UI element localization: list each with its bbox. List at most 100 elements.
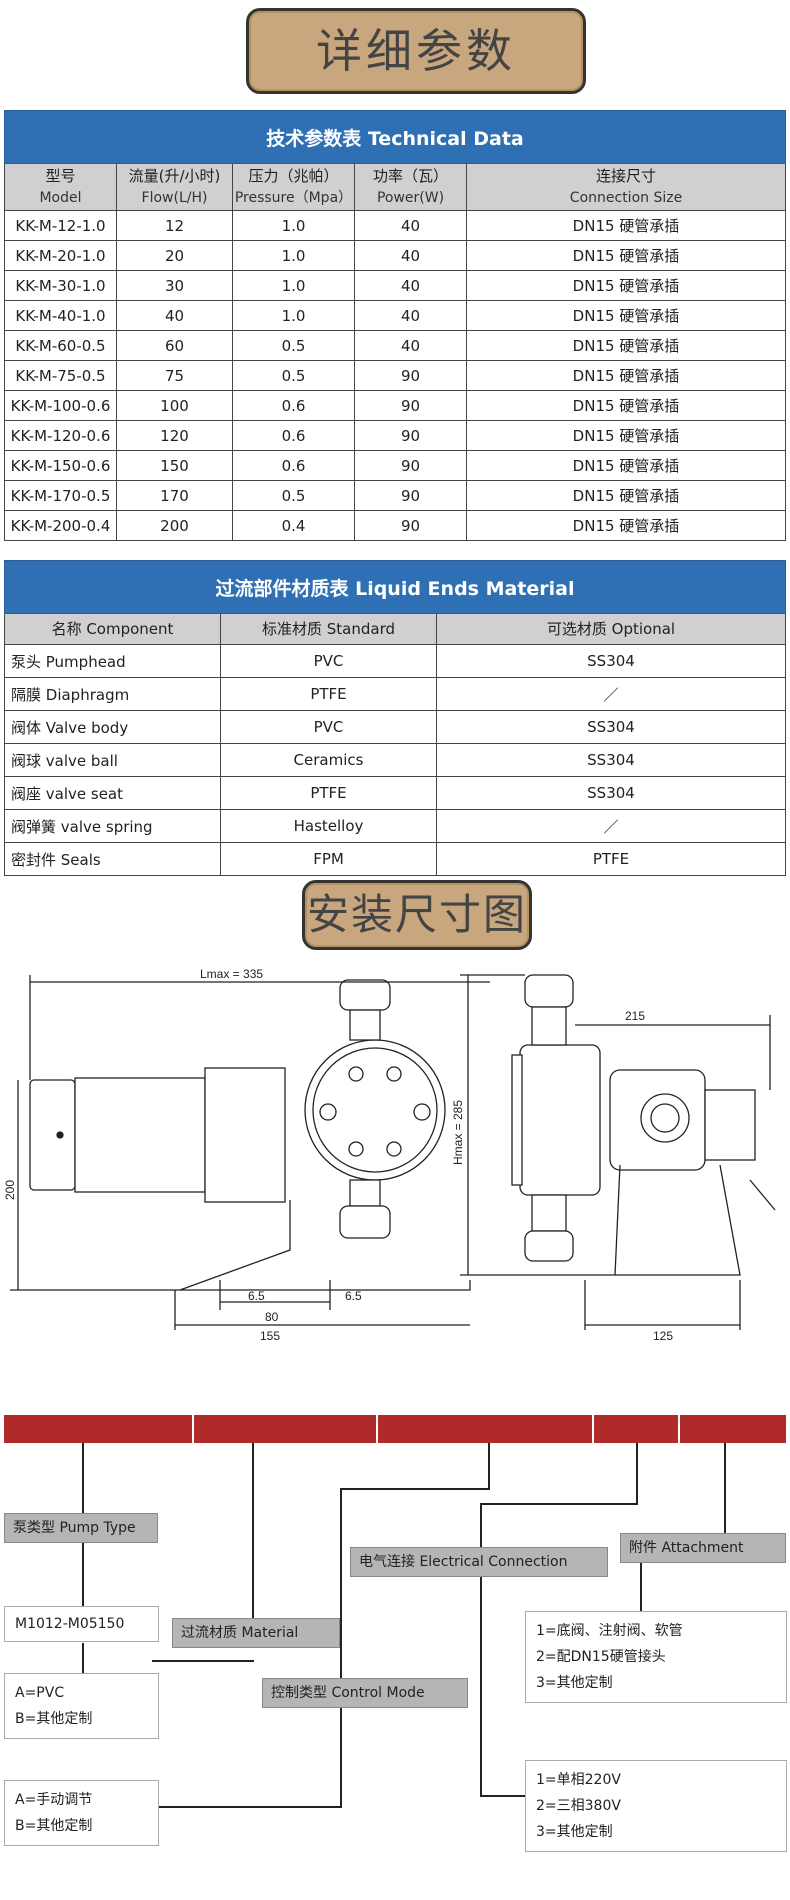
table-cell: 阀弹簧 valve spring: [4, 809, 221, 843]
option-item: 3=其他定制: [536, 1824, 613, 1840]
dim-hmax: Hmax = 285: [451, 1100, 465, 1165]
bolt-icon: [386, 1141, 402, 1157]
table-cell: DN15 硬管承插: [466, 510, 786, 541]
column-header-en: Power(W): [376, 190, 445, 206]
bolt-icon: [386, 1066, 402, 1082]
column-header-en: Connection Size: [569, 190, 683, 206]
table-cell: KK-M-60-0.5: [4, 330, 117, 361]
table-cell: PTFE: [220, 677, 437, 711]
table-cell: 40: [354, 210, 467, 241]
side-base: [614, 1164, 741, 1276]
code-segment-4: [594, 1415, 678, 1443]
bolt-icon: [348, 1141, 364, 1157]
table-cell: 170: [116, 480, 233, 511]
table-cell: FPM: [220, 842, 437, 876]
table-cell: 40: [354, 330, 467, 361]
table-cell: 40: [354, 270, 467, 301]
column-header-cn: 流量(升/小时): [128, 167, 221, 185]
table-cell: 60: [116, 330, 233, 361]
side-motor-shaft: [640, 1093, 690, 1143]
banner-title: 安装尺寸图: [306, 890, 527, 939]
table-cell: 75: [116, 360, 233, 391]
column-header: 可选材质 Optional: [436, 613, 786, 645]
table-cell: 1.0: [232, 300, 355, 331]
table-cell: 90: [354, 450, 467, 481]
side-pump-head: [519, 1044, 601, 1196]
table-cell: DN15 硬管承插: [466, 450, 786, 481]
table-cell: KK-M-200-0.4: [4, 510, 117, 541]
installation-dimension-drawing: Lmax = 335 200 6.5 6.5 80 155 Hmax = 285…: [3, 967, 776, 1343]
table-cell: DN15 硬管承插: [466, 420, 786, 451]
banner-title: 详细参数: [316, 24, 516, 78]
table-cell: Hastelloy: [220, 809, 437, 843]
table-cell: 隔膜 Diaphragm: [4, 677, 221, 711]
table-cell: 1.0: [232, 240, 355, 271]
table-cell: 90: [354, 510, 467, 541]
column-header-en: Model: [39, 190, 82, 206]
table-cell: KK-M-150-0.6: [4, 450, 117, 481]
table-cell: 150: [116, 450, 233, 481]
table-cell: DN15 硬管承插: [466, 270, 786, 301]
motor-body: [74, 1077, 206, 1193]
side-junction-box: [704, 1089, 756, 1161]
code-segment-1: [4, 1415, 192, 1443]
table-cell: 40: [116, 300, 233, 331]
table-cell: 阀座 valve seat: [4, 776, 221, 810]
option-item: 3=其他定制: [536, 1675, 613, 1691]
column-header: 压力（兆帕）Pressure（Mpa）: [232, 163, 355, 211]
section-banner-installation: 安装尺寸图: [302, 880, 532, 950]
bottom-valve-cap: [339, 1205, 391, 1239]
motor-cap: [29, 1079, 76, 1191]
table-cell: 0.6: [232, 420, 355, 451]
table-cell: PVC: [220, 644, 437, 678]
table-cell: ／: [436, 809, 786, 843]
table-cell: 40: [354, 240, 467, 271]
column-header: 标准材质 Standard: [220, 613, 437, 645]
control-options: A=手动调节 B=其他定制: [4, 1780, 159, 1846]
column-header: 名称 Component: [4, 613, 221, 645]
table-cell: 90: [354, 390, 467, 421]
table-cell: SS304: [436, 743, 786, 777]
pump-head: [304, 1039, 446, 1181]
attachment-options: 1=底阀、注射阀、软管 2=配DN15硬管接头 3=其他定制: [525, 1611, 787, 1703]
table-cell: KK-M-12-1.0: [4, 210, 117, 241]
motor-screw-icon: [56, 1131, 64, 1139]
table-title: 过流部件材质表 Liquid Ends Material: [4, 560, 786, 614]
code-segment-2: [194, 1415, 376, 1443]
table-cell: DN15 硬管承插: [466, 480, 786, 511]
column-header: 流量(升/小时)Flow(L/H): [116, 163, 233, 211]
table-cell: 200: [116, 510, 233, 541]
dim-215: 215: [625, 1009, 645, 1023]
bolt-icon: [413, 1103, 431, 1121]
option-item: 1=底阀、注射阀、软管: [536, 1623, 683, 1639]
table-cell: 30: [116, 270, 233, 301]
electrical-connection-label: 电气连接 Electrical Connection: [350, 1547, 608, 1577]
option-item: B=其他定制: [15, 1711, 93, 1727]
option-item: 1=单相220V: [536, 1772, 621, 1788]
pump-range-box: M1012-M05150: [4, 1606, 159, 1642]
dim-125: 125: [653, 1329, 673, 1343]
table-cell: 100: [116, 390, 233, 421]
table-cell: KK-M-75-0.5: [4, 360, 117, 391]
table-cell: 1.0: [232, 210, 355, 241]
table-cell: 90: [354, 480, 467, 511]
table-cell: 0.5: [232, 330, 355, 361]
column-header-cn: 压力（兆帕）: [248, 167, 339, 185]
dim-80: 80: [265, 1310, 279, 1324]
table-cell: SS304: [436, 710, 786, 744]
table-cell: 120: [116, 420, 233, 451]
table-cell: KK-M-170-0.5: [4, 480, 117, 511]
option-item: A=PVC: [15, 1685, 65, 1701]
